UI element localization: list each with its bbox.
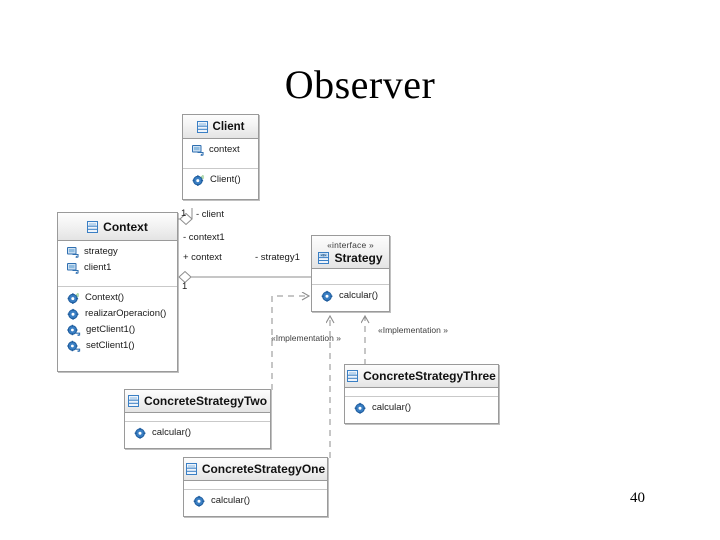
operations-compartment-concrete-strategy-two: calcular()	[125, 422, 270, 448]
class-icon	[196, 120, 208, 133]
attribute-icon	[67, 262, 79, 274]
accessor-icon	[67, 324, 81, 336]
operation-row[interactable]: calcular()	[321, 288, 389, 304]
slide-title: Observer	[284, 62, 436, 107]
method-icon	[321, 290, 334, 302]
class-header-concrete-strategy-two: ConcreteStrategyTwo	[125, 390, 270, 413]
operation-label: calcular()	[211, 495, 251, 506]
operations-compartment-context: c Context()	[58, 287, 177, 371]
operation-row[interactable]: c Client()	[192, 172, 258, 188]
svg-text:c: c	[76, 293, 79, 299]
class-header-concrete-strategy-one: ConcreteStrategyOne	[184, 458, 327, 481]
label-client-role: - client	[196, 209, 224, 220]
attribute-row[interactable]: client1	[67, 260, 177, 276]
attribute-label: client1	[84, 262, 112, 273]
class-header-strategy: «interface » <I> Strategy	[312, 236, 389, 269]
operations-compartment-client: c Client()	[183, 169, 258, 199]
label-implementation-right: «Implementation »	[378, 325, 448, 335]
accessor-icon	[67, 340, 81, 352]
operation-row[interactable]: calcular()	[193, 493, 327, 509]
attribute-row[interactable]: strategy	[67, 244, 177, 260]
operation-row[interactable]: setClient1()	[67, 338, 177, 354]
operations-compartment-strategy: calcular()	[312, 285, 389, 311]
method-icon	[354, 402, 367, 414]
operation-label: Context()	[85, 292, 125, 303]
label-context-multiplicity: 1	[182, 281, 188, 292]
class-name-client: Client	[212, 120, 245, 133]
attributes-compartment-concrete-strategy-two	[125, 413, 270, 422]
method-icon	[193, 495, 206, 507]
class-name-context: Context	[103, 219, 148, 234]
class-icon	[185, 463, 197, 475]
class-box-context[interactable]: Context strategy	[57, 212, 178, 372]
operation-label: setClient1()	[86, 340, 135, 351]
constructor-icon: c	[192, 174, 205, 186]
attribute-label: context	[209, 144, 240, 155]
class-box-client[interactable]: Client context	[182, 114, 259, 200]
operation-row[interactable]: realizarOperacion()	[67, 306, 177, 322]
attributes-compartment-strategy	[312, 269, 389, 285]
operation-label: Client()	[210, 174, 241, 185]
label-implementation-left: «Implementation »	[271, 333, 341, 343]
attribute-label: strategy	[84, 246, 118, 257]
edge-cs2-strategy	[271, 296, 309, 390]
operation-row[interactable]: calcular()	[134, 425, 270, 441]
class-name-strategy: Strategy	[334, 250, 383, 265]
class-box-concrete-strategy-one[interactable]: ConcreteStrategyOne	[183, 457, 328, 517]
method-icon	[134, 427, 147, 439]
class-icon	[347, 370, 359, 382]
operation-row[interactable]: getClient1()	[67, 322, 177, 338]
class-name-concrete-strategy-two: ConcreteStrategyTwo	[143, 394, 268, 408]
operation-row[interactable]: calcular()	[354, 400, 498, 416]
operations-compartment-concrete-strategy-three: calcular()	[345, 397, 498, 423]
class-header-context: Context	[58, 213, 177, 241]
class-box-concrete-strategy-three[interactable]: ConcreteStrategyThree	[344, 364, 499, 424]
class-icon	[127, 395, 139, 407]
attributes-compartment-client: context	[183, 139, 258, 169]
edge-context-strategy	[178, 270, 311, 284]
attribute-row[interactable]: context	[192, 142, 258, 158]
operation-label: calcular()	[152, 427, 192, 438]
label-context1-role: - context1	[183, 232, 225, 243]
method-icon	[67, 308, 80, 320]
attributes-compartment-concrete-strategy-one	[184, 481, 327, 490]
attributes-compartment-concrete-strategy-three	[345, 388, 498, 397]
svg-text:c: c	[201, 175, 204, 181]
operation-label: getClient1()	[86, 324, 136, 335]
label-client-multiplicity: 1	[181, 208, 187, 219]
attributes-compartment-context: strategy client1	[58, 241, 177, 287]
class-name-concrete-strategy-one: ConcreteStrategyOne	[201, 462, 326, 476]
attribute-icon	[67, 246, 79, 258]
label-context-role: + context	[183, 252, 222, 263]
interface-icon: <I>	[318, 251, 330, 264]
operations-compartment-concrete-strategy-one: calcular()	[184, 490, 327, 516]
class-name-concrete-strategy-three: ConcreteStrategyThree	[363, 369, 496, 383]
attribute-icon	[192, 144, 204, 156]
operation-label: calcular()	[372, 402, 412, 413]
operation-label: calcular()	[339, 290, 379, 301]
svg-text:<I>: <I>	[322, 253, 327, 257]
class-header-client: Client	[183, 115, 258, 139]
page-number: 40	[630, 490, 645, 506]
class-box-concrete-strategy-two[interactable]: ConcreteStrategyTwo	[124, 389, 271, 449]
class-header-concrete-strategy-three: ConcreteStrategyThree	[345, 365, 498, 388]
operation-label: realizarOperacion()	[85, 308, 167, 319]
class-icon	[87, 220, 99, 233]
operation-row[interactable]: c Context()	[67, 290, 177, 306]
class-box-strategy[interactable]: «interface » <I> Strategy	[311, 235, 390, 312]
label-strategy1-role: - strategy1	[255, 252, 300, 263]
stereotype-label: «interface »	[327, 239, 374, 250]
constructor-icon: c	[67, 292, 80, 304]
